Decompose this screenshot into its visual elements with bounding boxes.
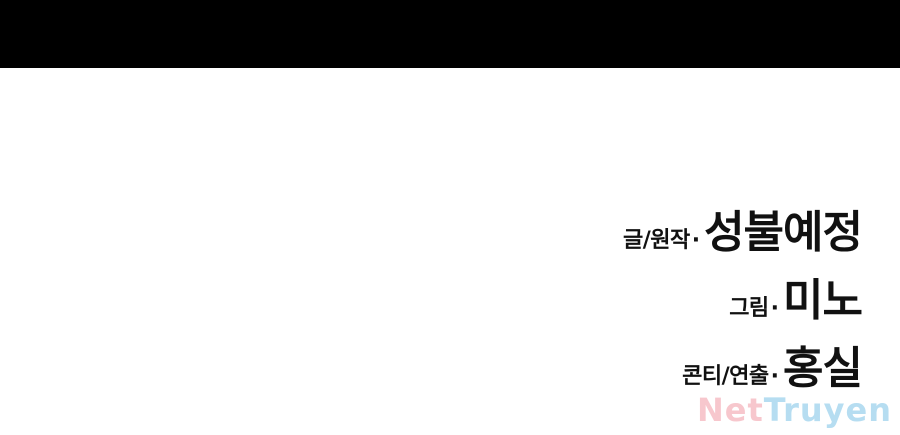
credit-separator: · (691, 228, 701, 253)
credit-separator: · (770, 296, 780, 321)
credit-role: 그림 (729, 296, 769, 321)
credit-name: 홍실 (783, 343, 863, 394)
top-black-bar (0, 0, 900, 68)
credit-line-writer: 글/원작 · 성불예정 (622, 196, 863, 258)
credits-block: 글/원작 · 성불예정 그림 · 미노 콘티/연출 · 홍실 (622, 196, 863, 394)
credit-role: 콘티/연출 (682, 364, 769, 389)
credit-name: 성불예정 (704, 207, 863, 258)
nettruyen-watermark: NetTruyen (697, 391, 892, 429)
credit-line-storyboard: 콘티/연출 · 홍실 (682, 332, 863, 394)
credit-separator: · (770, 364, 780, 389)
credit-role: 글/원작 (622, 228, 690, 253)
watermark-part2: Truyen (763, 391, 892, 429)
watermark-part1: Net (697, 391, 764, 429)
credit-name: 미노 (783, 275, 863, 326)
credit-line-art: 그림 · 미노 (729, 264, 863, 326)
